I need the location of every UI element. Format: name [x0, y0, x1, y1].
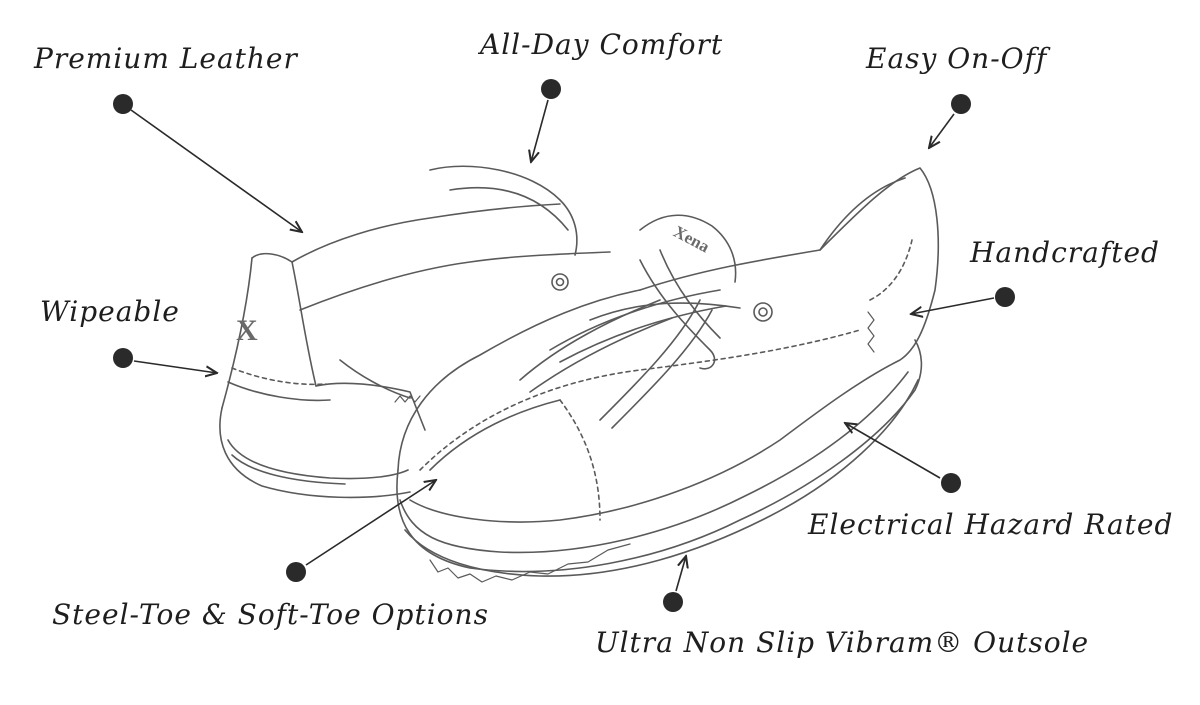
leader-easy-on-off [929, 113, 955, 148]
label-wipeable: Wipeable [40, 295, 180, 328]
leader-premium-leather [130, 109, 302, 232]
leader-handcrafted [911, 297, 995, 314]
leader-steel-toe [305, 480, 436, 566]
label-outsole: Ultra Non Slip Vibram® Outsole [595, 626, 1090, 659]
leader-wipeable [133, 360, 217, 373]
tongue-logo: Xena [670, 222, 713, 257]
front-shoe: Xena [396, 165, 940, 583]
leader-lines [130, 99, 995, 592]
label-steel-toe: Steel-Toe & Soft-Toe Options [52, 598, 489, 631]
dot-electrical-hazard [941, 473, 961, 493]
label-electrical-hazard: Electrical Hazard Rated [808, 508, 1174, 541]
dot-easy-on-off [951, 94, 971, 114]
label-easy-on-off: Easy On-Off [866, 42, 1048, 75]
heel-logo: X [236, 314, 258, 347]
back-shoe: X [219, 203, 611, 499]
label-handcrafted: Handcrafted [970, 236, 1160, 269]
leader-electrical-hazard [845, 423, 941, 479]
leader-outsole [675, 556, 686, 592]
dot-premium-leather [113, 94, 133, 114]
dot-handcrafted [995, 287, 1015, 307]
leader-all-day-comfort [531, 99, 549, 162]
label-premium-leather: Premium Leather [34, 42, 298, 75]
dot-outsole [663, 592, 683, 612]
label-all-day-comfort: All-Day Comfort [480, 28, 724, 61]
dot-wipeable [113, 348, 133, 368]
callout-dots [113, 79, 1015, 612]
dot-steel-toe [286, 562, 306, 582]
dot-all-day-comfort [541, 79, 561, 99]
